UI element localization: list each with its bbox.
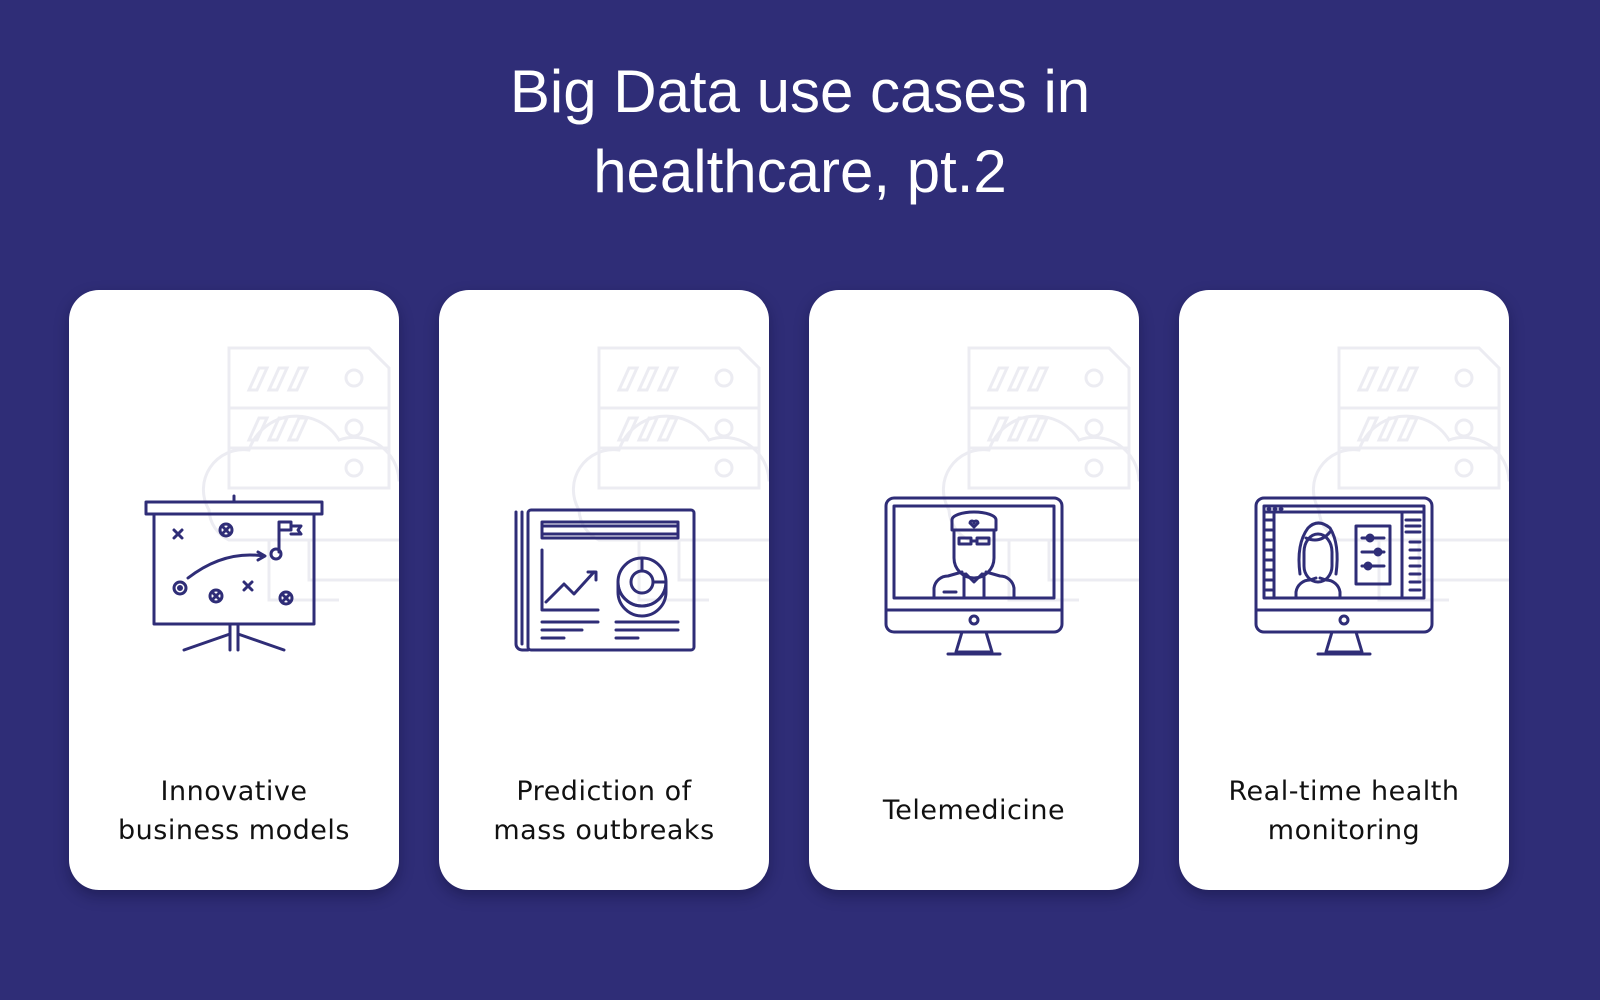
card-label-line-2: monitoring bbox=[1267, 815, 1421, 846]
card-telemedicine: Telemedicine bbox=[809, 290, 1139, 890]
presentation-board-strategy-icon bbox=[144, 494, 324, 652]
page-title: Big Data use cases in healthcare, pt.2 bbox=[0, 52, 1600, 212]
monitor-patient-dashboard-icon bbox=[1254, 496, 1434, 656]
card-label: Prediction of mass outbreaks bbox=[449, 772, 759, 850]
server-cloud-watermark-icon bbox=[941, 346, 1139, 602]
title-line-1: Big Data use cases in bbox=[509, 58, 1091, 125]
monitor-doctor-icon bbox=[884, 496, 1064, 656]
server-cloud-watermark-icon bbox=[1311, 346, 1509, 602]
card-label-line-1: Telemedicine bbox=[882, 795, 1066, 826]
card-label-line-1: Real-time health bbox=[1228, 776, 1460, 807]
card-label: Real-time health monitoring bbox=[1189, 772, 1499, 850]
card-label-line-2: business models bbox=[118, 815, 350, 846]
card-label: Telemedicine bbox=[819, 791, 1129, 830]
title-line-2: healthcare, pt.2 bbox=[593, 138, 1007, 205]
card-label: Innovative business models bbox=[79, 772, 389, 850]
card-label-line-1: Innovative bbox=[160, 776, 308, 807]
card-label-line-1: Prediction of bbox=[516, 776, 692, 807]
report-chart-document-icon bbox=[514, 508, 696, 652]
card-prediction-of-mass-outbreaks: Prediction of mass outbreaks bbox=[439, 290, 769, 890]
card-innovative-business-models: Innovative business models bbox=[69, 290, 399, 890]
server-cloud-watermark-icon bbox=[571, 346, 769, 602]
server-cloud-watermark-icon bbox=[201, 346, 399, 602]
card-real-time-health-monitoring: Real-time health monitoring bbox=[1179, 290, 1509, 890]
card-label-line-2: mass outbreaks bbox=[493, 815, 715, 846]
